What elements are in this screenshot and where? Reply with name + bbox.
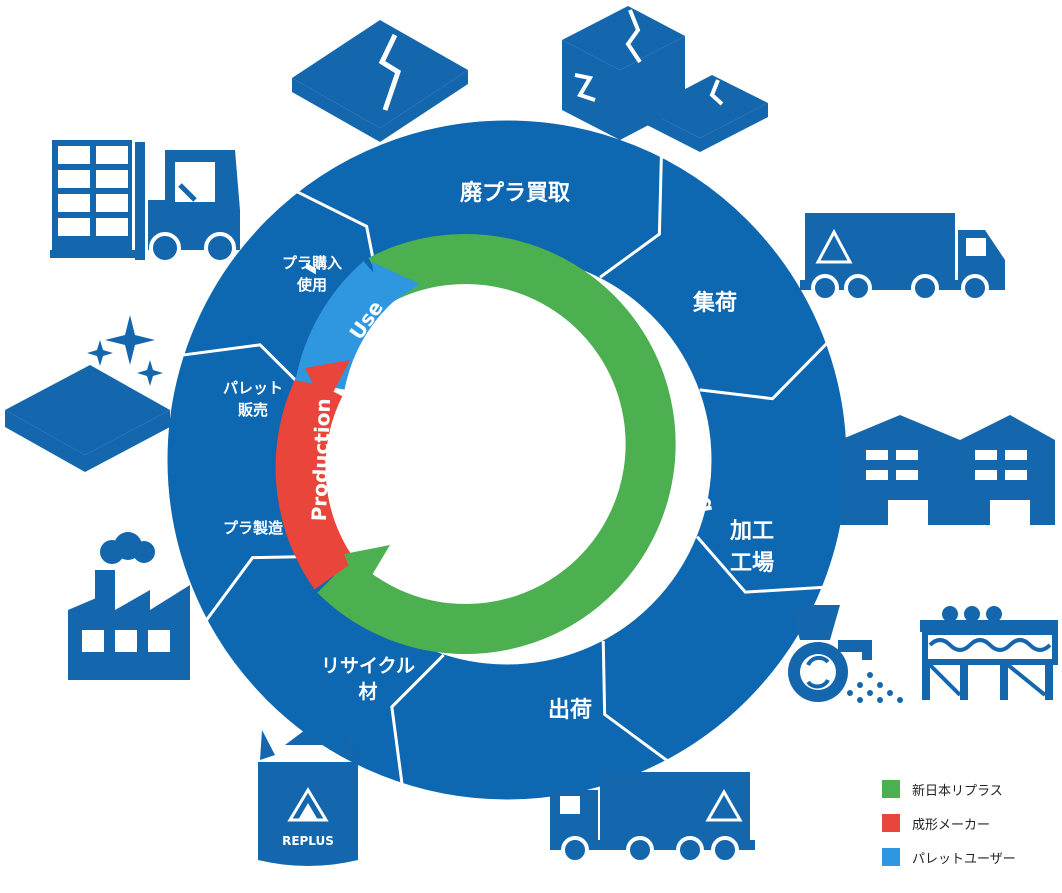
segment-separator	[183, 343, 314, 398]
segment-label-kounyu-1: プラ購入	[282, 254, 342, 272]
segment-labels: 廃プラ買取 集荷 加工 工場 出荷 リサイクル 材 プラ製造 パレット 販売 プ…	[223, 180, 774, 723]
segment-label-pallet-1: パレット	[223, 379, 283, 397]
segment-separator	[695, 535, 823, 594]
bag-brand-label: REPLUS	[282, 834, 334, 848]
replus-bag-icon: REPLUS	[258, 730, 358, 866]
segment-label-shukka: 出荷	[548, 698, 592, 723]
legend-label: 新日本リプラス	[912, 783, 1003, 799]
inner-ring	[275, 234, 676, 654]
factory-building-icon	[840, 415, 1055, 525]
processing-plant-icon	[920, 606, 1058, 700]
delivery-truck-icon	[550, 772, 755, 864]
legend: 新日本リプラス 成形メーカー パレットユーザー	[882, 772, 1052, 874]
broken-pallet-icon	[292, 20, 468, 275]
segment-label-kako-1: 加工	[729, 519, 774, 544]
smokestack-factory-icon	[68, 532, 190, 680]
use-arrowhead	[372, 262, 420, 312]
segment-label-haipura: 廃プラ買取	[460, 180, 570, 206]
segment-label-plaseizo: プラ製造	[223, 519, 283, 537]
broken-boxes-icon	[562, 6, 768, 152]
outer-ring	[167, 120, 847, 800]
legend-label: 成形メーカー	[912, 817, 991, 833]
production-arrowhead	[305, 360, 350, 408]
segment-label-shuka: 集荷	[692, 290, 737, 316]
segment-label-kounyu-2: 使用	[296, 276, 327, 294]
production-label: Production	[307, 398, 335, 522]
legend-item: 成形メーカー	[882, 806, 1052, 840]
legend-swatch	[882, 780, 900, 798]
production-arc	[275, 373, 356, 590]
segment-label-pallet-2: 販売	[238, 401, 268, 419]
recycling-arc	[317, 234, 676, 654]
segment-separators	[183, 157, 828, 784]
segment-label-kako-2: 工場	[730, 551, 774, 576]
truck-icon	[800, 213, 1005, 302]
recycling-arrowhead	[344, 545, 390, 595]
segment-separator	[601, 640, 668, 762]
forklift-icon	[50, 140, 240, 264]
segment-label-recycle-2: 材	[358, 680, 377, 703]
legend-label: パレットユーザー	[912, 851, 1016, 867]
legend-item: パレットユーザー	[882, 840, 1052, 874]
crusher-machine-icon	[788, 605, 903, 703]
segment-separator	[390, 653, 445, 784]
legend-swatch	[882, 814, 900, 832]
legend-item: 新日本リプラス	[882, 772, 1052, 806]
segment-separator	[599, 157, 663, 279]
sparkling-pallet-icon	[5, 315, 170, 472]
segment-separator	[699, 342, 828, 401]
legend-swatch	[882, 848, 900, 866]
segment-label-recycle-1: リサイクル	[321, 655, 415, 677]
